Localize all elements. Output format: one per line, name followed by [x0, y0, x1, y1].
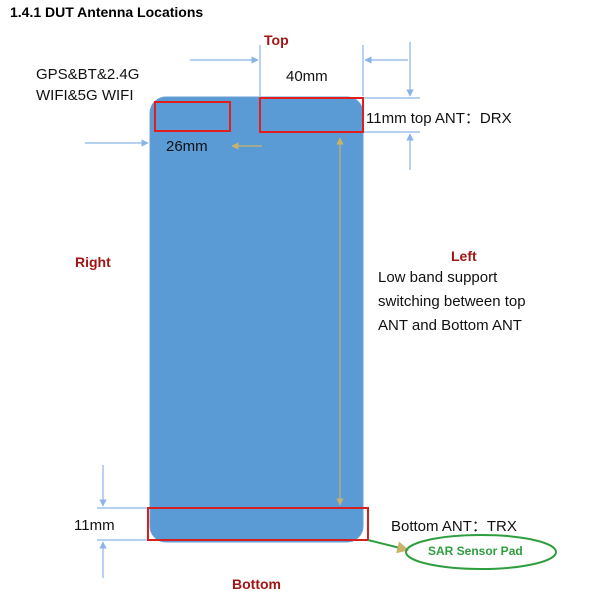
bottom-height-dim: 11mm — [74, 517, 115, 534]
page-title: 1.4.1 DUT Antenna Locations — [10, 4, 204, 20]
label-top: Top — [264, 32, 289, 48]
device-body — [149, 96, 364, 543]
bottom-antenna-label: Bottom ANT：TRX — [391, 518, 517, 535]
sar-sensor-pad — [405, 534, 557, 570]
lowband-note-line1: Low band support — [378, 269, 498, 286]
bottom-antenna-box — [147, 507, 369, 541]
label-bottom: Bottom — [232, 576, 281, 592]
sar-connector — [367, 539, 410, 554]
wifi-antenna-box — [154, 101, 231, 132]
top-width-dim: 40mm — [286, 68, 328, 85]
wifi-antenna-line1: GPS&BT&2.4G — [36, 66, 140, 83]
lowband-note-line2: switching between top — [378, 293, 526, 310]
label-right: Right — [75, 254, 111, 270]
wifi-width-dim: 26mm — [166, 138, 208, 155]
wifi-antenna-line2: WIFI&5G WIFI — [36, 87, 134, 104]
label-left: Left — [451, 248, 477, 264]
top-antenna-box — [259, 97, 364, 133]
lowband-note: Low band support switching between top A… — [378, 266, 526, 338]
sar-sensor-label: SAR Sensor Pad — [428, 544, 523, 558]
top-antenna-label: 11mm top ANT：DRX — [366, 110, 512, 127]
lowband-note-line3: ANT and Bottom ANT — [378, 317, 522, 334]
